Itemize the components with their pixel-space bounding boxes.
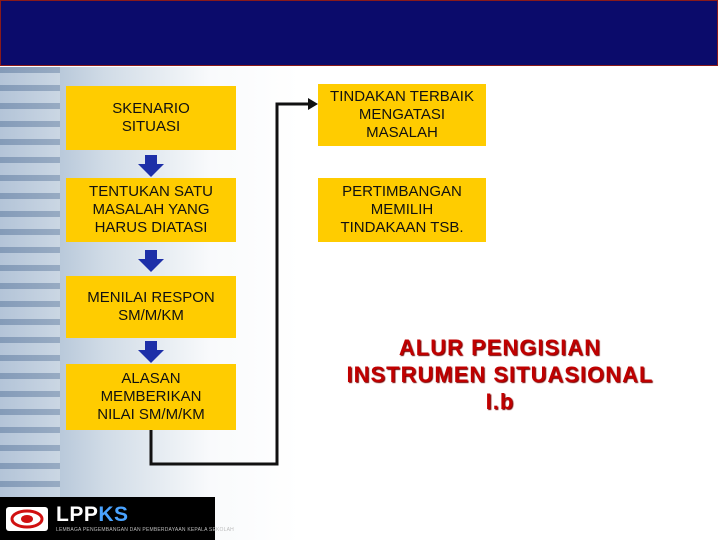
down-arrow-icon	[138, 341, 164, 363]
flow-box-tindakan-terbaik: TINDAKAN TERBAIK MENGATASI MASALAH	[318, 84, 486, 146]
logo-brand-accent: KS	[98, 503, 128, 526]
logo-brand-text: LPPKS	[56, 503, 129, 527]
down-arrow-icon	[138, 250, 164, 272]
flow-box-skenario-situasi: SKENARIO SITUASI	[66, 86, 236, 150]
flow-box-alasan: ALASAN MEMBERIKAN NILAI SM/M/KM	[66, 364, 236, 430]
down-arrow-icon	[138, 155, 164, 177]
slide-title: ALUR PENGISIAN INSTRUMEN SITUASIONAL I.b	[320, 334, 680, 415]
flow-box-label: ALASAN MEMBERIKAN NILAI SM/M/KM	[97, 370, 205, 424]
logo-tagline: LEMBAGA PENGEMBANGAN DAN PEMBERDAYAAN KE…	[56, 527, 234, 533]
flow-box-menilai-respon: MENILAI RESPON SM/M/KM	[66, 276, 236, 338]
flow-box-label: PERTIMBANGAN MEMILIH TINDAKAAN TSB.	[340, 183, 463, 237]
flow-box-label: SKENARIO SITUASI	[112, 100, 190, 136]
flow-box-label: TENTUKAN SATU MASALAH YANG HARUS DIATASI	[89, 183, 213, 237]
connector-arrowhead	[308, 98, 318, 110]
flow-box-label: MENILAI RESPON SM/M/KM	[87, 289, 215, 325]
flow-box-pertimbangan: PERTIMBANGAN MEMILIH TINDAKAAN TSB.	[318, 178, 486, 242]
lppks-emblem-icon	[6, 507, 48, 531]
flow-box-label: TINDAKAN TERBAIK MENGATASI MASALAH	[330, 88, 474, 142]
logo-brand-main: LPP	[56, 503, 98, 526]
flow-box-tentukan-masalah: TENTUKAN SATU MASALAH YANG HARUS DIATASI	[66, 178, 236, 242]
